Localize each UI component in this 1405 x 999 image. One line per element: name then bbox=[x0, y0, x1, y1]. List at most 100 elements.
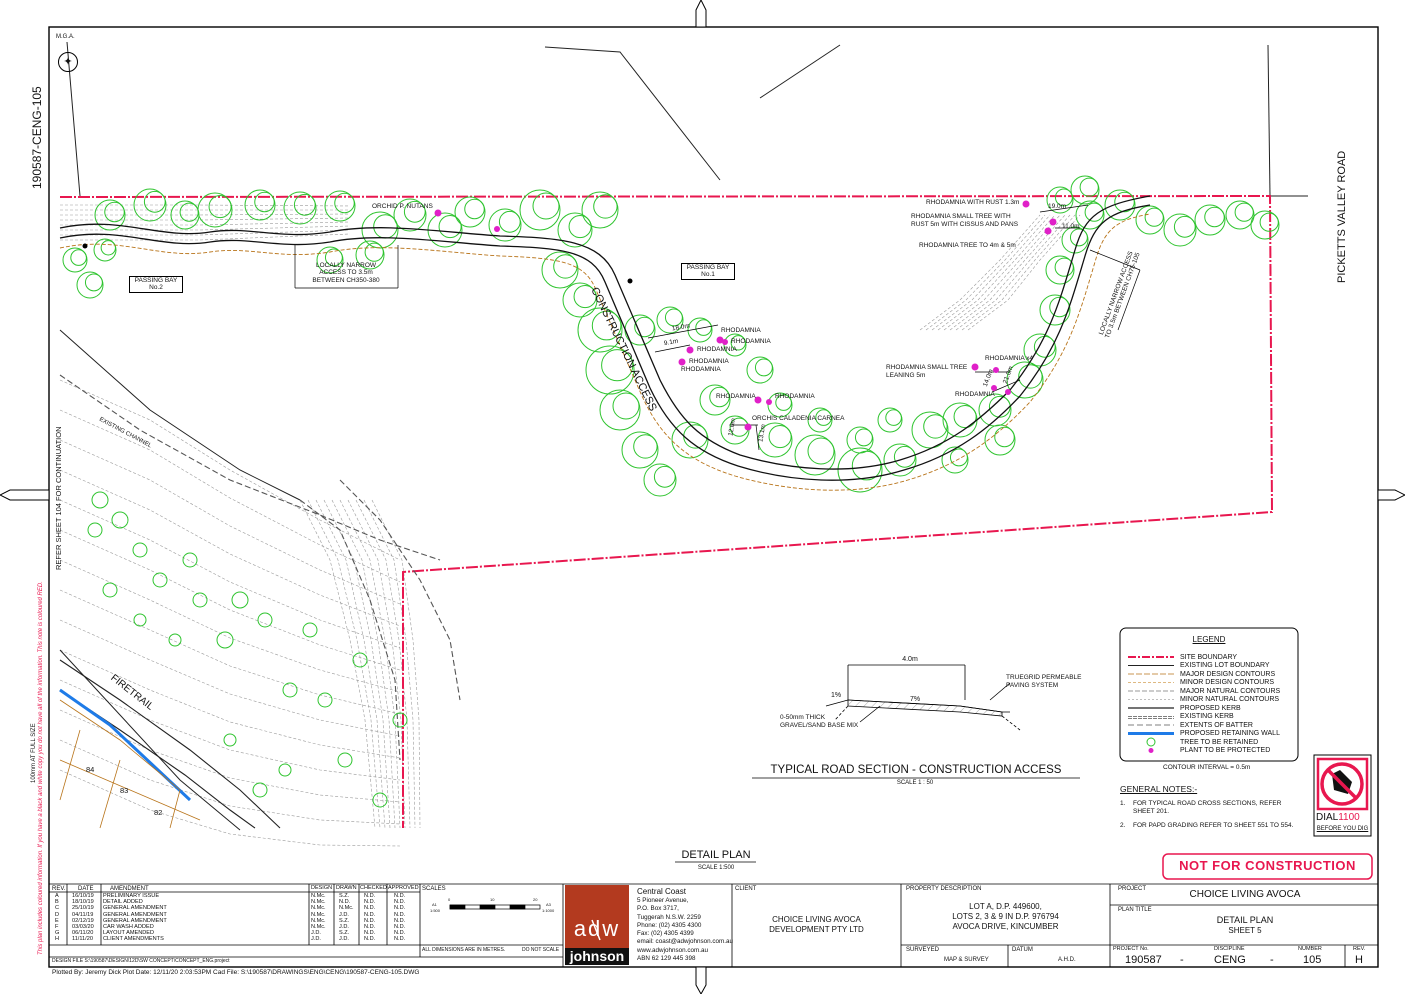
surveyed-value: MAP & SURVEY bbox=[944, 957, 989, 963]
revision-checked: N.D. bbox=[364, 924, 376, 930]
revision-rev: A bbox=[55, 893, 59, 899]
revision-rev: G bbox=[55, 930, 60, 937]
revision-amendment: CAR WASH ADDED bbox=[103, 924, 154, 930]
revision-rev: D bbox=[55, 911, 60, 918]
revision-amendment: PRELIMINARY ISSUE bbox=[103, 893, 160, 899]
logo-johnson: johnson bbox=[569, 948, 625, 964]
project-name: CHOICE LIVING AVOCA bbox=[1189, 889, 1301, 900]
revision-design: N.Mc. bbox=[311, 899, 326, 906]
revision-design: J.D. bbox=[311, 936, 321, 943]
revision-approved: N.D. bbox=[394, 917, 406, 924]
revision-rev: F bbox=[55, 924, 59, 930]
scale-a3: A3 bbox=[546, 902, 551, 907]
rev-label: REV. bbox=[1353, 946, 1366, 952]
legend-item-label: MAJOR DESIGN CONTOURS bbox=[1180, 670, 1276, 678]
revision-date: 03/03/20 bbox=[72, 924, 94, 930]
label-orchid-nutans: ORCHID P. NUTANS bbox=[372, 203, 433, 210]
scale-tick-20: 20 bbox=[533, 897, 538, 902]
legend-title: LEGEND bbox=[1192, 635, 1226, 644]
scale-bar bbox=[449, 904, 541, 910]
detail-plan-scale: SCALE 1:500 bbox=[697, 865, 735, 871]
label-lot-83: 83 bbox=[120, 786, 129, 795]
natural-contours bbox=[59, 204, 1081, 847]
revision-checked: N.D. bbox=[364, 905, 376, 912]
general-note-1: FOR TYPICAL ROAD CROSS SECTIONS, REFER bbox=[1133, 800, 1282, 807]
discipline: CENG bbox=[1214, 954, 1246, 966]
label-passing-bay-1: PASSING BAY No.1 bbox=[681, 263, 735, 280]
client-line-1: CHOICE LIVING AVOCA bbox=[772, 915, 861, 924]
hdr-date: DATE bbox=[78, 886, 94, 892]
label-rhodamnia: RHODAMNIA bbox=[716, 393, 756, 400]
revision-rev: B bbox=[55, 899, 59, 906]
plan-title-label: PLAN TITLE bbox=[1118, 907, 1152, 913]
do-not-scale: DO NOT SCALE bbox=[522, 947, 560, 953]
dial-sub: BEFORE YOU DIG bbox=[1316, 826, 1369, 832]
discipline-label: DISCIPLINE bbox=[1214, 946, 1245, 952]
all-dimensions-note: ALL DIMENSIONS ARE IN METRES. bbox=[422, 947, 506, 953]
general-notes-title: GENERAL NOTES:- bbox=[1120, 784, 1198, 794]
hdr-amendment: AMENDMENT bbox=[110, 886, 149, 892]
revision-rev: E bbox=[55, 917, 59, 924]
plan-title-2: SHEET 5 bbox=[1228, 926, 1262, 935]
legend-item-label: EXISTING KERB bbox=[1180, 713, 1234, 720]
revision-amendment: LAYOUT AMENDED bbox=[103, 930, 155, 937]
dim-label: 19.0m bbox=[1048, 203, 1067, 210]
company-line: www.adwjohnson.com.au bbox=[637, 946, 709, 954]
lots bbox=[59, 699, 201, 829]
hdr-approved: APPROVED bbox=[388, 885, 419, 891]
side-note-red: This plan includes coloured information.… bbox=[38, 581, 44, 955]
revision-date: 25/10/19 bbox=[72, 905, 94, 912]
label-lot-82: 82 bbox=[154, 808, 163, 817]
company-line: Tuggerah N.S.W. 2259 bbox=[637, 913, 701, 921]
property-line-2: LOTS 2, 3 & 9 IN D.P. 976794 bbox=[952, 912, 1059, 921]
rev-value: H bbox=[1355, 954, 1363, 966]
datum-value: A.H.D. bbox=[1058, 957, 1076, 963]
label-rhodamnia-leaning: RHODAMNIA SMALL TREE LEANING 5m bbox=[886, 364, 968, 379]
number: 105 bbox=[1303, 954, 1322, 966]
hdr-checked: CHECKED bbox=[360, 885, 387, 891]
property-line-1: LOT A, D.P. 449600, bbox=[969, 902, 1042, 911]
legend-box bbox=[1119, 627, 1299, 762]
revision-rev: C bbox=[55, 905, 60, 912]
legend-swatch-plant bbox=[1148, 748, 1154, 753]
revision-approved: N.D. bbox=[394, 911, 406, 918]
revision-approved: N.D. bbox=[394, 936, 406, 943]
logo-adw: adw bbox=[573, 916, 621, 941]
legend-swatches bbox=[1128, 656, 1174, 753]
datum-label: DATUM bbox=[1012, 947, 1033, 953]
section-title: TYPICAL ROAD SECTION - CONSTRUCTION ACCE… bbox=[770, 764, 1062, 776]
label-rhodamnia: RHODAMNIA bbox=[689, 358, 729, 365]
client-line-2: DEVELOPMENT PTY LTD bbox=[769, 925, 864, 934]
company-line: Fax: (02) 4305 4399 bbox=[637, 930, 694, 938]
plants-to-be-protected bbox=[434, 200, 1057, 431]
legend-item-label: EXTENTS OF BATTER bbox=[1180, 721, 1253, 729]
revision-date: 16/10/19 bbox=[72, 893, 94, 899]
section-slope-right: 7% bbox=[910, 696, 921, 703]
revision-date: 06/11/20 bbox=[72, 930, 94, 937]
legend-item-label: PROPOSED RETAINING WALL bbox=[1180, 730, 1280, 737]
company-line: Phone: (02) 4305 4300 bbox=[637, 921, 702, 929]
design-file: DESIGN FILE S:\190587\DESIGN\12D\SW CONC… bbox=[52, 958, 230, 964]
revision-design: J.D. bbox=[311, 930, 321, 937]
label-rhodamnia-rust: RHODAMNIA WITH RUST 1.3m bbox=[926, 199, 1020, 206]
company-line: ABN 62 129 445 398 bbox=[637, 955, 696, 963]
construction-access-road bbox=[59, 195, 1151, 491]
revision-checked: N.D. bbox=[364, 936, 376, 943]
label-rhodamnia: RHODAMNIA bbox=[775, 393, 815, 400]
revision-amendment: CLIENT AMENDMENTS bbox=[103, 936, 164, 943]
passing-bay-1-marker bbox=[627, 278, 633, 284]
revision-design: N.Mc. bbox=[311, 917, 326, 924]
revision-checked: N.D. bbox=[364, 911, 376, 918]
revision-drawn: S.Z. bbox=[339, 930, 350, 937]
legend-item-label: MAJOR NATURAL CONTOURS bbox=[1180, 687, 1281, 695]
revision-approved: N.D. bbox=[394, 899, 406, 906]
revision-checked: N.D. bbox=[364, 930, 376, 937]
trees-to-be-retained bbox=[62, 175, 1280, 808]
legend-item-label: EXISTING LOT BOUNDARY bbox=[1180, 662, 1270, 669]
label-rhodamnia-x4: RHODAMNIA x4 bbox=[985, 355, 1034, 362]
revision-approved: N.D. bbox=[394, 924, 406, 930]
general-note-2-num: 2. bbox=[1120, 822, 1126, 829]
project-no: 190587 bbox=[1125, 954, 1162, 966]
